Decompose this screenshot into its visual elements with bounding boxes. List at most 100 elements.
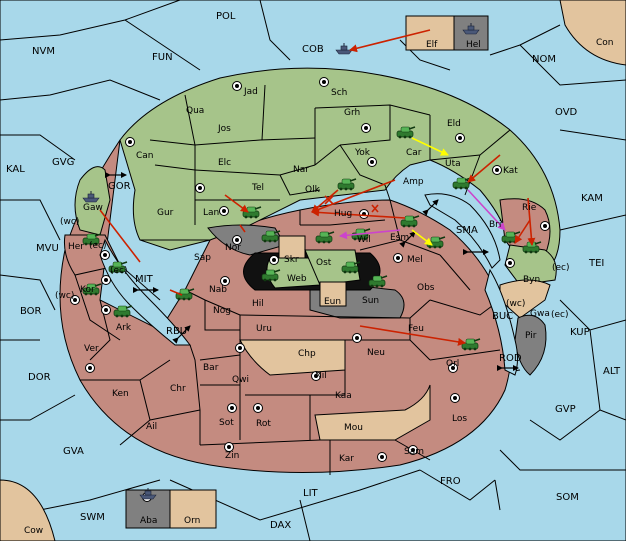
label-bri: Bri	[489, 220, 501, 230]
label-sun: Sun	[362, 296, 379, 306]
label-los: Los	[452, 414, 467, 424]
supply-center-icon	[125, 137, 135, 147]
label-fun: FUN	[152, 52, 173, 63]
territory-orn[interactable]	[169, 489, 217, 529]
label-can: Can	[136, 151, 154, 161]
territory-hel[interactable]	[453, 15, 489, 51]
label-bor: BOR	[20, 306, 42, 317]
orders-support	[411, 137, 449, 246]
territory-ost[interactable]	[304, 249, 361, 286]
label-buc: BUC	[492, 311, 513, 322]
label-ken: Ken	[112, 389, 129, 399]
label-ec-gaw: (ec)	[89, 241, 107, 251]
label-mou: Mou	[344, 423, 363, 433]
supply-center-icon	[367, 157, 377, 167]
label-lit: LIT	[303, 488, 319, 499]
label-ovd: OVD	[555, 107, 578, 118]
label-gva: GVA	[63, 446, 84, 457]
supply-center-icon	[101, 275, 111, 285]
label-mit: MIT	[135, 274, 154, 285]
label-orn: Orn	[184, 516, 200, 526]
label-pir: Pir	[525, 331, 537, 341]
label-chp: Chp	[298, 349, 316, 359]
supply-center-icon	[492, 165, 502, 175]
supply-center-icon	[377, 452, 387, 462]
label-sch: Sch	[331, 88, 347, 98]
label-gvp: GVP	[555, 404, 576, 415]
label-hil: Hil	[252, 299, 264, 309]
label-rbu: RBU	[166, 326, 187, 337]
label-ark: Ark	[116, 323, 132, 333]
label-kar: Kar	[339, 454, 354, 464]
sea-mit[interactable]	[99, 238, 192, 346]
green-borders	[140, 84, 511, 241]
supply-center-icon	[352, 333, 362, 343]
label-eun: Eun	[324, 297, 341, 307]
label-yok: Yok	[354, 148, 371, 158]
label-nom: NOM	[532, 54, 556, 65]
label-nar: Nar	[293, 165, 309, 175]
label-neu: Neu	[367, 348, 385, 358]
label-ec-kor: (ec)	[110, 266, 128, 276]
supply-center-icon	[393, 253, 403, 263]
label-rie: Rie	[522, 203, 537, 213]
label-cow: Cow	[24, 526, 43, 536]
label-jad: Jad	[243, 87, 258, 97]
label-byn: Byn	[523, 275, 540, 285]
label-nog: Nog	[213, 306, 231, 316]
label-gor: GOR	[108, 181, 131, 192]
label-elf: Elf	[426, 40, 438, 50]
territory-gwa[interactable]	[499, 279, 551, 319]
label-sot: Sot	[219, 418, 234, 428]
supply-center-icon	[319, 77, 329, 87]
label-elc: Elc	[218, 158, 231, 168]
label-esm: Esm	[390, 233, 409, 243]
label-ec-byn: (ec)	[552, 263, 570, 273]
label-gwa: Gwa	[530, 309, 550, 319]
red-borders	[74, 184, 501, 475]
supply-center-icon	[101, 305, 111, 315]
label-dor: DOR	[28, 372, 51, 383]
label-hel: Hel	[466, 40, 481, 50]
label-alt: ALT	[603, 366, 621, 377]
supply-center-icon	[195, 183, 205, 193]
supply-center-icon	[269, 255, 279, 265]
label-con: Con	[596, 38, 614, 48]
supply-center-icon	[253, 403, 263, 413]
territory-mou[interactable]	[314, 384, 431, 441]
label-rod: ROD	[499, 353, 522, 364]
label-uru: Uru	[256, 324, 272, 334]
label-mel: Mel	[407, 255, 423, 265]
label-gvg: GVG	[52, 157, 74, 168]
label-car: Car	[406, 148, 422, 158]
strait-sma-icon	[422, 199, 439, 216]
label-sam: Sam	[404, 447, 424, 457]
label-wc-kor: (wc)	[55, 291, 74, 301]
supply-center-icon	[219, 206, 229, 216]
label-qwi: Qwi	[232, 375, 249, 385]
label-swm: SWM	[80, 512, 105, 523]
label-uta: Uta	[445, 159, 461, 169]
label-obs: Obs	[417, 283, 435, 293]
label-nab: Nab	[209, 285, 227, 295]
x-mark-icon	[324, 195, 334, 205]
label-sap: Sap	[194, 253, 211, 263]
territory-eun[interactable]	[319, 281, 347, 307]
label-grh: Grh	[344, 108, 360, 118]
label-kaa: Kaa	[335, 391, 352, 401]
map-labels: POL NVM FUN COB Elf Hel Con NOM OVD KAL …	[6, 11, 621, 536]
territory-elf[interactable]	[405, 15, 455, 51]
label-kat: Kat	[503, 166, 518, 176]
label-jos: Jos	[217, 124, 231, 134]
strait-esm-icon	[399, 231, 416, 248]
label-amp: Amp	[403, 177, 424, 187]
label-ost: Ost	[316, 258, 332, 268]
label-lan: Lan	[203, 208, 219, 218]
supply-center-icon	[505, 258, 515, 268]
territory-pir[interactable]	[514, 314, 547, 376]
supply-center-icon	[361, 123, 371, 133]
label-ec-gwa: (ec)	[551, 310, 569, 320]
strait-rbu-icon	[172, 325, 191, 344]
